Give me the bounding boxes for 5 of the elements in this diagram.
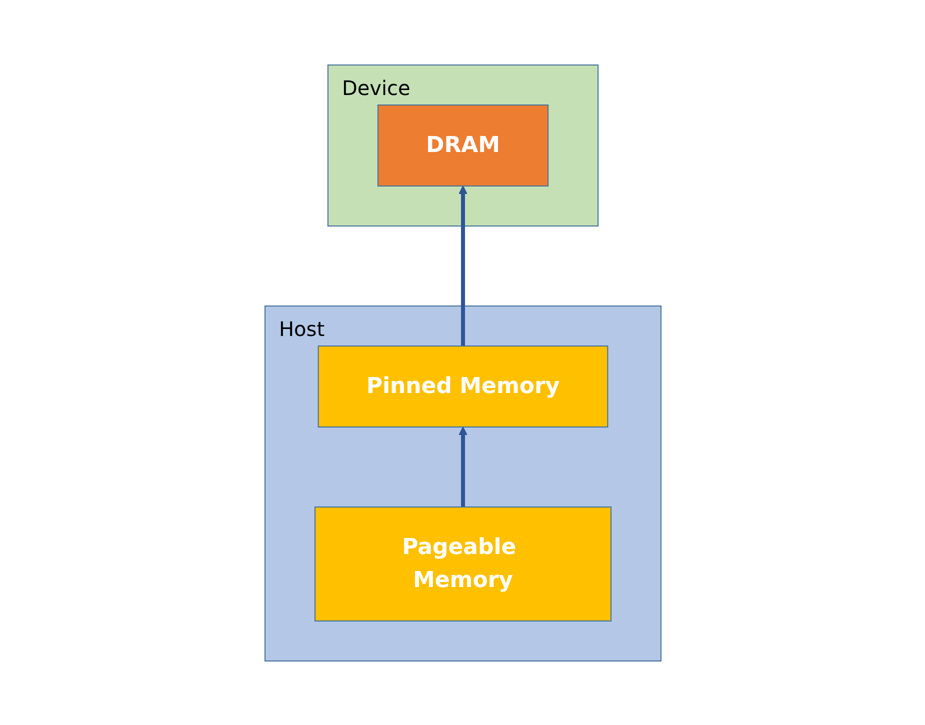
arrow bbox=[458, 426, 467, 506]
arrow bbox=[458, 185, 467, 346]
node-box: Pinned Memory bbox=[317, 345, 608, 427]
node-box: DRAM bbox=[376, 104, 548, 186]
node-box: Pageable Memory bbox=[314, 506, 611, 621]
